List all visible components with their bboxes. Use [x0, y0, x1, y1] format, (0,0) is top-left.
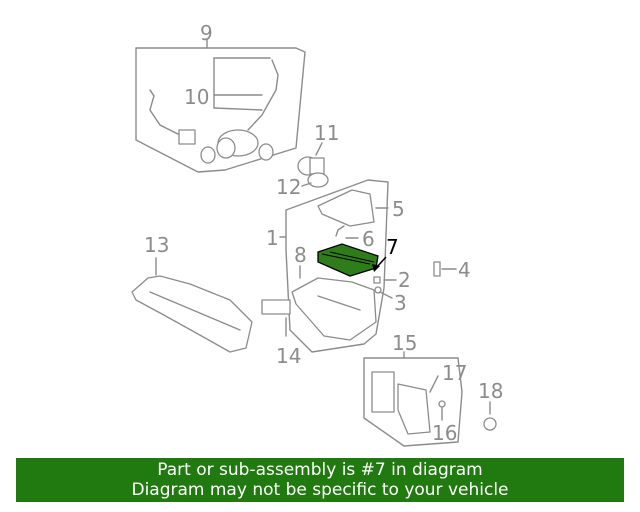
diagram-svg: 9 10 11 12 5 1 6 7 8 2 3 4 13 14 15 17 1… [131, 21, 503, 447]
cover-part [317, 189, 375, 227]
valve-part [178, 129, 196, 145]
callout-15: 15 [392, 331, 417, 355]
clip-18-part [483, 417, 497, 431]
callout-6: 6 [362, 227, 375, 251]
callout-11: 11 [314, 121, 339, 145]
callout-12: 12 [276, 175, 301, 199]
callout-18: 18 [478, 379, 503, 403]
callout-9: 9 [200, 21, 213, 45]
callout-13: 13 [144, 233, 169, 257]
hose-right [247, 59, 279, 131]
callout-1: 1 [266, 226, 279, 250]
bolt-part [433, 261, 441, 277]
banner-line-1: Part or sub-assembly is #7 in diagram [157, 460, 483, 480]
callout-10: 10 [184, 85, 209, 109]
group-9-outline [135, 47, 306, 173]
callout-16: 16 [432, 421, 457, 445]
callout-17: 17 [442, 361, 467, 385]
callout-14: 14 [276, 344, 301, 368]
callout-3: 3 [394, 291, 407, 315]
callout-8: 8 [294, 243, 307, 267]
banner-line-2: Diagram may not be specific to your vehi… [131, 480, 509, 500]
info-banner: Part or sub-assembly is #7 in diagram Di… [16, 458, 624, 502]
deflector-part [131, 275, 253, 353]
callout-5: 5 [392, 197, 405, 221]
resonator-part [371, 371, 395, 413]
group-1-outline [285, 179, 389, 353]
callout-7: 7 [386, 235, 399, 259]
housing-part [291, 277, 377, 341]
bracket-part [261, 299, 291, 315]
clip-part [335, 225, 345, 237]
gasket-part [307, 172, 329, 188]
callout-2: 2 [398, 268, 411, 292]
callout-4: 4 [458, 258, 471, 282]
group-15-outline [363, 357, 463, 447]
